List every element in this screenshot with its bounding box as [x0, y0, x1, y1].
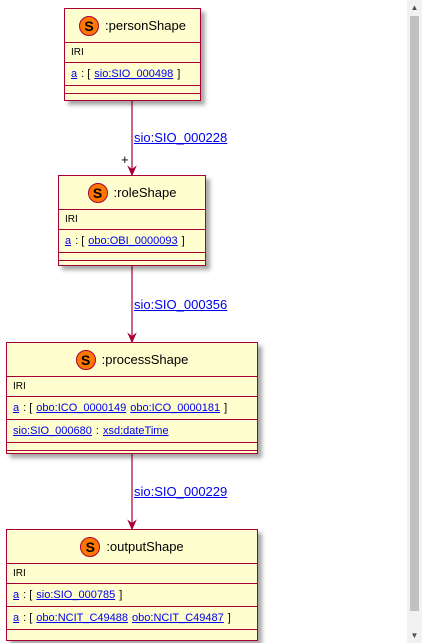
property-separator: : [: [75, 235, 85, 247]
predicate-link[interactable]: sio:SIO_000680: [13, 425, 92, 437]
object-link[interactable]: xsd:dateTime: [102, 425, 169, 437]
property-end: ]: [227, 612, 231, 624]
predicate-link[interactable]: a: [13, 612, 20, 624]
edge-label-person-role[interactable]: sio:SIO_000228: [134, 130, 228, 145]
node-kind-row: IRI: [7, 563, 257, 583]
property-separator: : [: [23, 402, 33, 414]
shape-title: :outputShape: [106, 539, 184, 554]
object-link[interactable]: obo:NCIT_C49488: [36, 612, 129, 624]
shape-s-icon: S: [87, 182, 108, 203]
property-row: a : [ obo:OBI_0000093 ]: [59, 229, 205, 252]
shape-title: :processShape: [101, 352, 189, 367]
empty-section: [65, 93, 200, 101]
shape-s-icon: S: [79, 15, 100, 36]
diagram-canvas: sio:SIO_000228 + sio:SIO_000356 sio:SIO_…: [6, 8, 258, 641]
edge-label-role-process[interactable]: sio:SIO_000356: [134, 297, 228, 312]
shape-node-person[interactable]: S :personShape IRI a : [ sio:SIO_000498 …: [64, 8, 201, 101]
shape-title: :personShape: [105, 18, 186, 33]
triangle-up-icon[interactable]: ▲: [410, 3, 419, 12]
property-row: a : [ obo:NCIT_C49488 obo:NCIT_C49487 ]: [7, 606, 257, 629]
object-link[interactable]: obo:ICO_0000149: [36, 402, 127, 414]
empty-section: [59, 252, 205, 260]
property-end: ]: [181, 235, 185, 247]
shape-title: :roleShape: [113, 185, 177, 200]
shape-node-output[interactable]: S :outputShape IRI a : [ sio:SIO_000785 …: [6, 529, 258, 641]
property-separator: : [: [81, 68, 91, 80]
empty-section: [59, 260, 205, 268]
property-row: a : [ obo:ICO_0000149 obo:ICO_0000181 ]: [7, 396, 257, 419]
property-separator: : [: [23, 612, 33, 624]
object-link[interactable]: obo:ICO_0000181: [130, 402, 221, 414]
triangle-down-icon[interactable]: ▼: [410, 631, 419, 640]
predicate-link[interactable]: a: [13, 402, 20, 414]
predicate-link[interactable]: a: [65, 235, 72, 247]
property-end: ]: [119, 589, 123, 601]
node-kind-row: IRI: [59, 209, 205, 229]
node-kind-label: IRI: [13, 381, 26, 392]
node-kind-row: IRI: [65, 42, 200, 62]
shape-header: S :roleShape: [59, 176, 205, 209]
property-end: ]: [177, 68, 181, 80]
shape-header: S :processShape: [7, 343, 257, 376]
predicate-link[interactable]: a: [13, 589, 20, 601]
shape-node-role[interactable]: S :roleShape IRI a : [ obo:OBI_0000093 ]: [58, 175, 206, 266]
shape-node-process[interactable]: S :processShape IRI a : [ obo:ICO_000014…: [6, 342, 258, 454]
shape-s-icon: S: [75, 349, 96, 370]
node-kind-label: IRI: [71, 47, 84, 58]
node-kind-row: IRI: [7, 376, 257, 396]
object-link[interactable]: sio:SIO_000498: [94, 68, 174, 80]
vertical-scrollbar[interactable]: ▲ ▼: [407, 0, 422, 643]
property-separator: :: [95, 425, 99, 437]
shape-header: S :personShape: [65, 9, 200, 42]
empty-section: [65, 85, 200, 93]
shape-header: S :outputShape: [7, 530, 257, 563]
property-row: sio:SIO_000680 : xsd:dateTime: [7, 419, 257, 442]
edge-label-process-output[interactable]: sio:SIO_000229: [134, 484, 228, 499]
edge-cardinality-plus: +: [121, 152, 129, 167]
edges-layer: [127, 101, 137, 531]
property-row: a : [ sio:SIO_000785 ]: [7, 583, 257, 606]
empty-section: [7, 450, 257, 458]
shape-s-icon: S: [80, 536, 101, 557]
empty-section: [7, 442, 257, 450]
property-separator: : [: [23, 589, 33, 601]
scrollbar-thumb[interactable]: [410, 16, 419, 611]
object-link[interactable]: obo:NCIT_C49487: [132, 612, 224, 624]
object-link[interactable]: sio:SIO_000785: [36, 589, 116, 601]
node-kind-label: IRI: [13, 568, 26, 579]
empty-section: [7, 629, 257, 637]
predicate-link[interactable]: a: [71, 68, 78, 80]
object-link[interactable]: obo:OBI_0000093: [88, 235, 178, 247]
node-kind-label: IRI: [65, 214, 78, 225]
property-row: a : [ sio:SIO_000498 ]: [65, 62, 200, 85]
property-end: ]: [224, 402, 228, 414]
